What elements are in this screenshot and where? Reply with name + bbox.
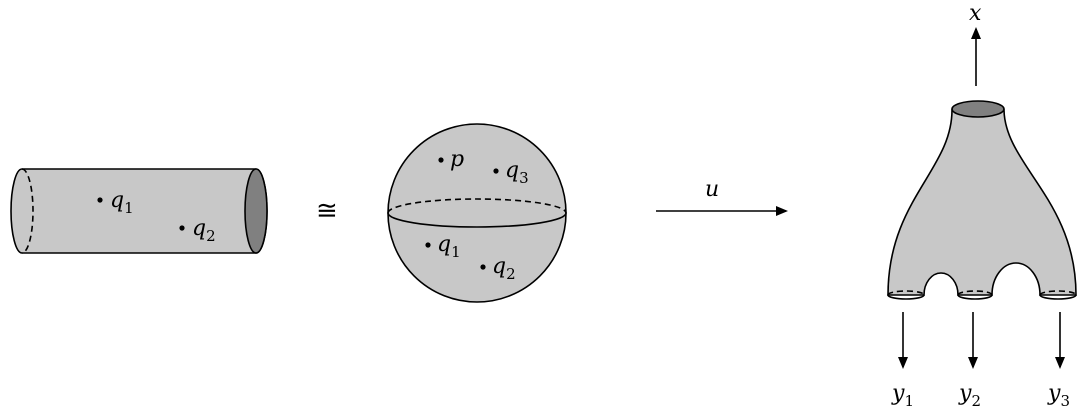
pants-bottom-label-y2: y2 — [958, 381, 981, 410]
cylinder-body — [10, 168, 268, 254]
sphere-point-q2-dot — [480, 264, 486, 270]
map-arrow-label: u — [705, 177, 719, 202]
sphere-equator-back — [387, 198, 567, 214]
pants-body — [887, 109, 1077, 296]
pants-top-label: x — [969, 1, 982, 26]
pants-bottom-opening-3-front — [1039, 294, 1077, 300]
sphere-point-p-label: p — [450, 147, 464, 172]
sphere-point-q2-label: q2 — [492, 254, 516, 283]
cylinder-right-end — [244, 168, 268, 254]
sphere-point-p-dot — [438, 157, 444, 163]
pants-bottom-label-y3: y3 — [1047, 381, 1070, 410]
cylinder: q1 q2 — [10, 168, 268, 254]
cylinder-point-q1-label: q1 — [110, 188, 134, 217]
pants-bottom-opening-3-back — [1039, 290, 1077, 296]
cylinder-point-q1-dot — [97, 197, 103, 203]
sphere-point-q1-dot — [425, 242, 431, 248]
pants-top-opening — [951, 100, 1005, 118]
pants-bottom-opening-2-front — [957, 294, 993, 300]
cylinder-left-hidden-edge — [21, 168, 34, 254]
sphere-point-q3-dot — [493, 168, 499, 174]
cylinder-point-q2-label: q2 — [192, 216, 216, 245]
pants-bottom-opening-2-back — [957, 290, 993, 296]
sphere-body — [387, 123, 567, 303]
pants-bottom-opening-1-front — [887, 294, 925, 300]
sphere: p q3 q1 q2 — [387, 123, 567, 303]
pants-bottom-label-y1: y1 — [891, 381, 914, 410]
sphere-equator-front — [387, 212, 567, 228]
map-arrow: u — [656, 177, 788, 216]
pants-surface: x y1 y2 y3 — [887, 1, 1077, 410]
cylinder-point-q2-dot — [179, 225, 185, 231]
sphere-point-q1-label: q1 — [437, 232, 461, 261]
pants-bottom-opening-1-back — [887, 290, 925, 296]
sphere-point-q3-label: q3 — [505, 158, 529, 187]
isomorphism-symbol: ≅ — [316, 196, 338, 226]
